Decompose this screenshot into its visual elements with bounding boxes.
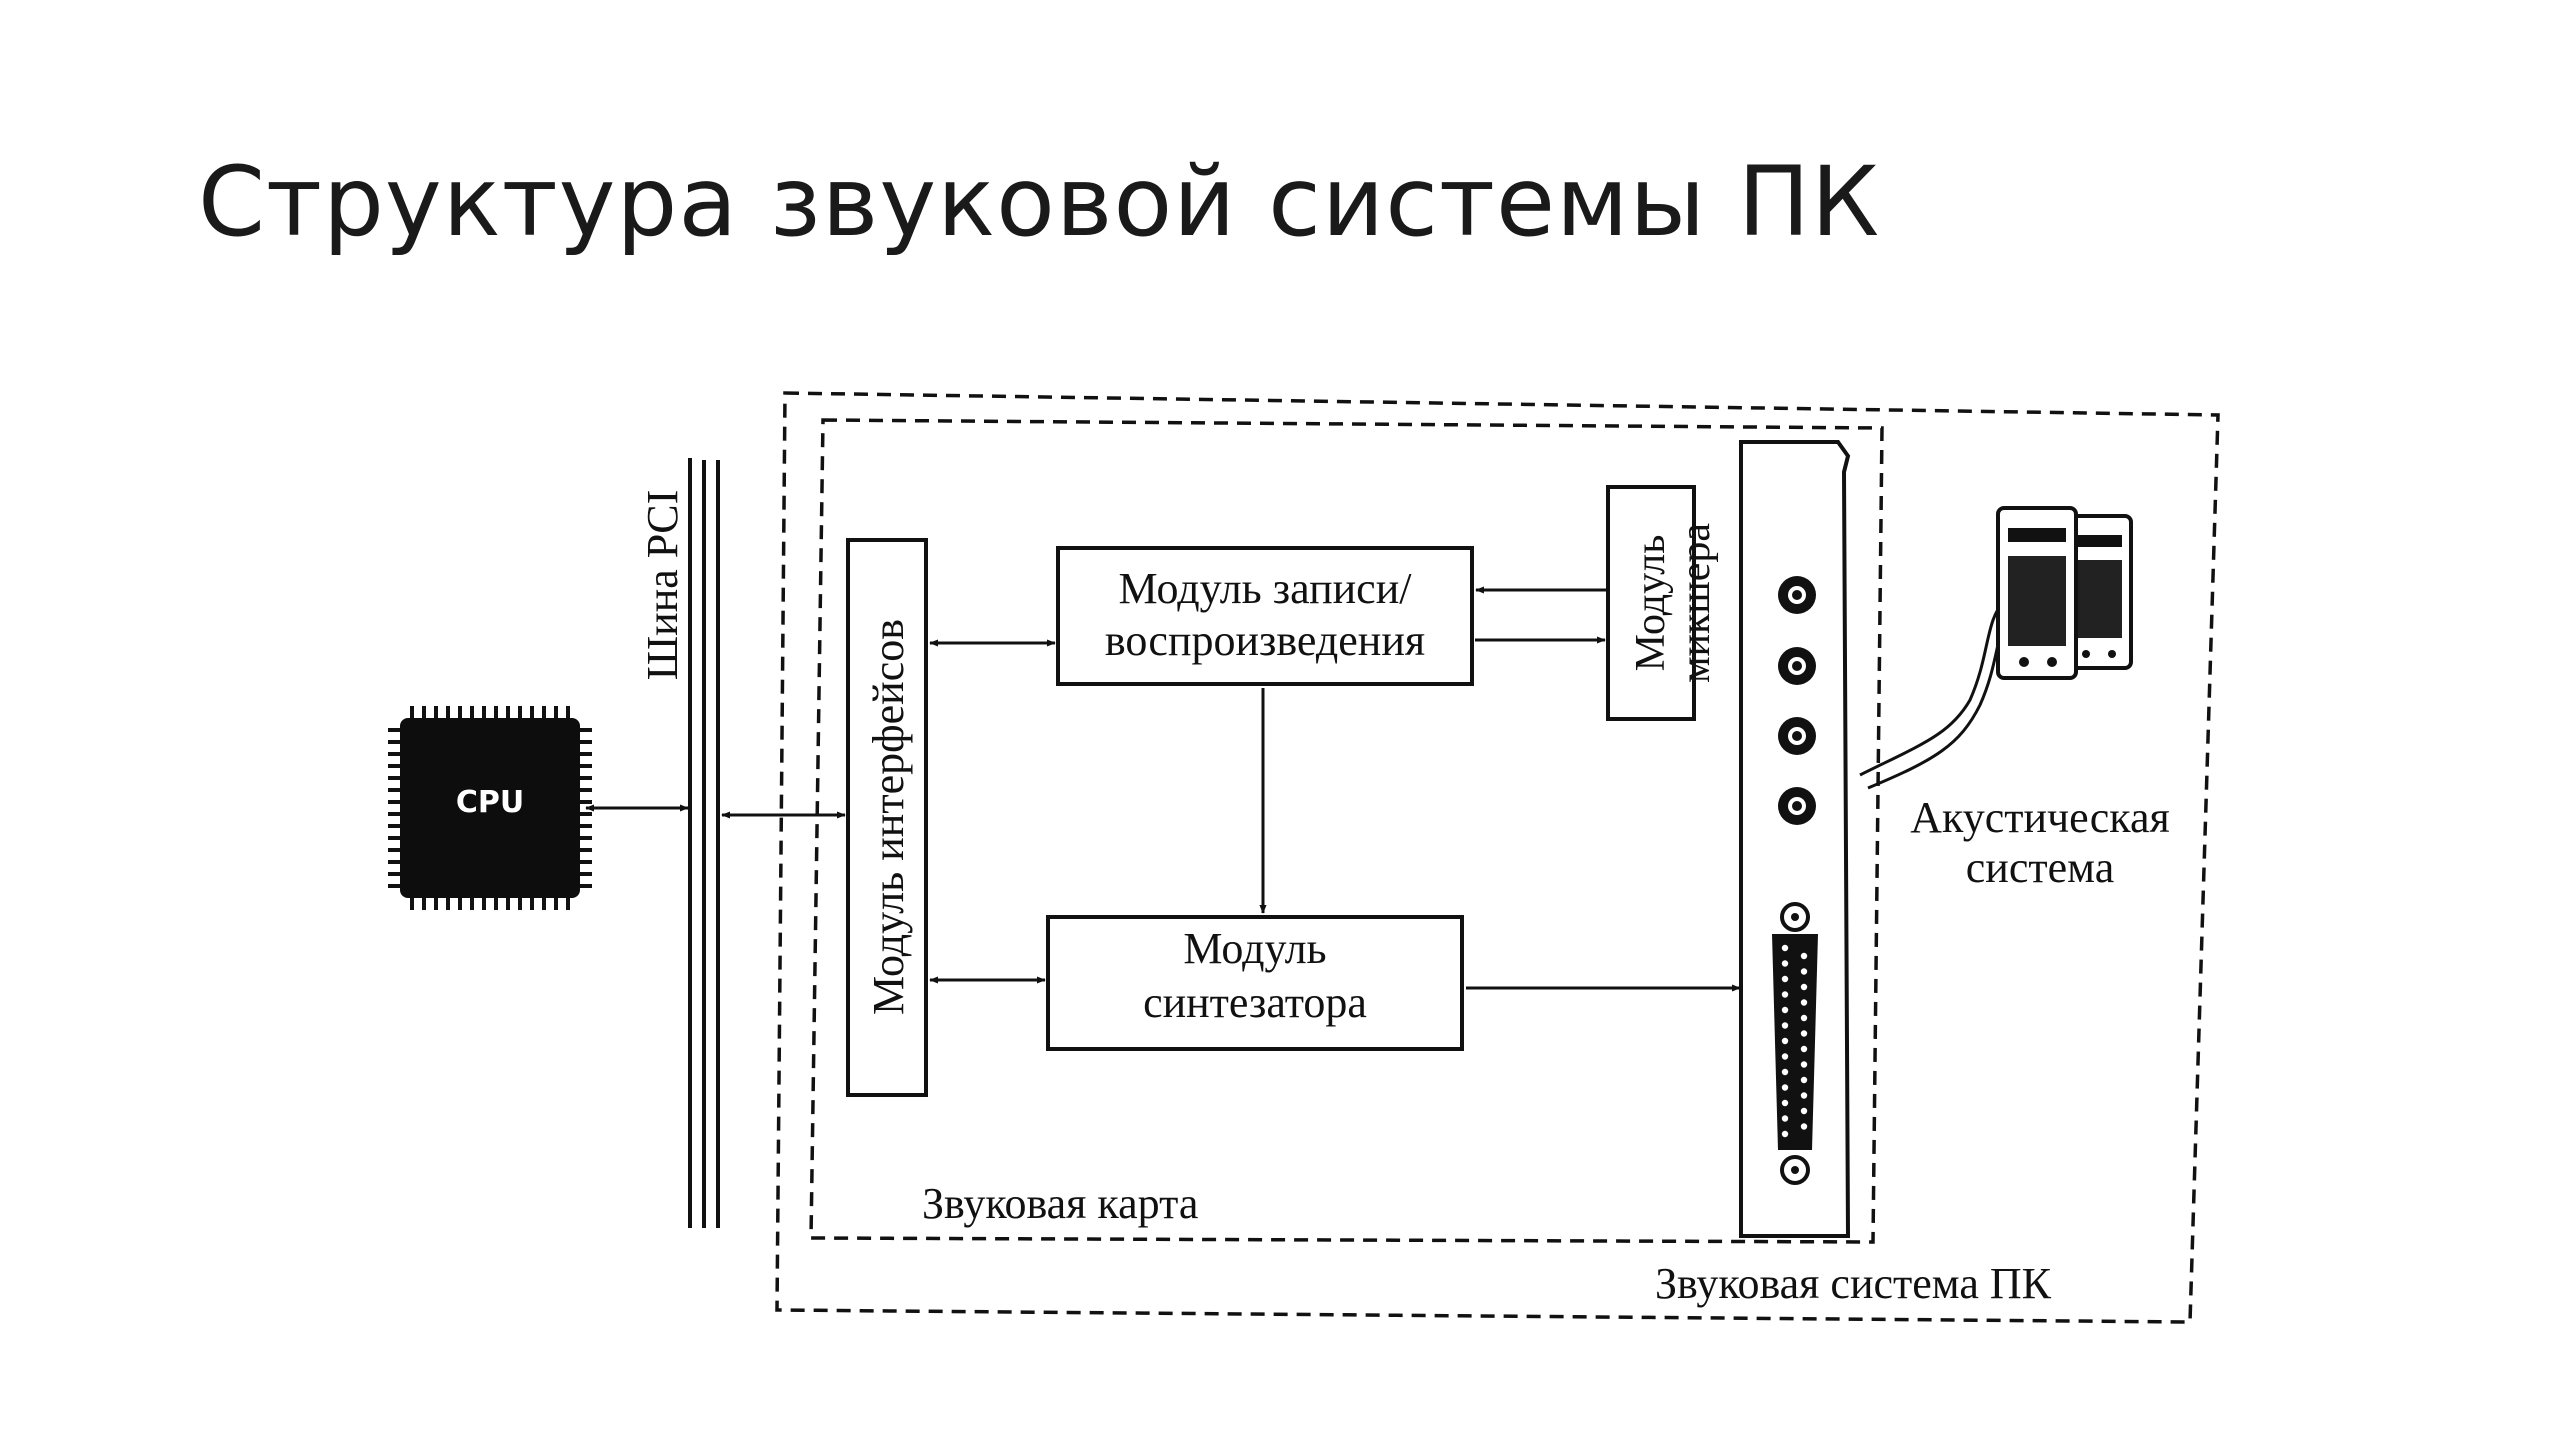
audio-jack-icon: [1778, 717, 1816, 755]
sound-system-boundary: [775, 391, 2220, 1324]
speakers-icon: [1996, 506, 2133, 680]
sound-system-label: Звуковая система ПК: [1655, 1259, 2052, 1308]
cpu-chip-icon: CPU: [388, 706, 592, 910]
record-module-label-line2: воспроизведения: [1105, 616, 1425, 665]
mixer-module-label-line2: микшера: [1673, 523, 1719, 683]
audio-jack-icon: [1778, 576, 1816, 614]
slide-title: Структура звуковой системы ПК: [198, 146, 1881, 258]
record-module-label-line1: Модуль записи/: [1119, 564, 1413, 613]
mixer-module-label-line1: Модуль: [1628, 535, 1674, 672]
synthesizer-module: [1046, 915, 1464, 1051]
interface-module: [846, 538, 928, 1097]
synth-module-label-line2: синтезатора: [1143, 978, 1367, 1027]
acoustic-system-label-line1: Акустическая: [1910, 793, 2170, 842]
sound-card-boundary: [809, 418, 1884, 1244]
record-playback-module: [1056, 546, 1474, 686]
sound-card-label: Звуковая карта: [922, 1179, 1198, 1228]
acoustic-system-label-line2: система: [1966, 843, 2114, 892]
synth-module-label-line1: Модуль: [1183, 924, 1326, 973]
db25-connector-icon: [1772, 902, 1818, 1185]
cpu-label: CPU: [456, 785, 524, 820]
card-bracket: [1739, 440, 1851, 1238]
pci-bus: [688, 458, 720, 1228]
interface-module-label: Модуль интерфейсов: [864, 619, 913, 1015]
audio-jack-icon: [1778, 787, 1816, 825]
audio-jack-icon: [1778, 647, 1816, 685]
pci-bus-label: Шина PCI: [638, 490, 687, 680]
speaker-cable: [1859, 598, 2007, 777]
mixer-module: [1606, 485, 1696, 721]
